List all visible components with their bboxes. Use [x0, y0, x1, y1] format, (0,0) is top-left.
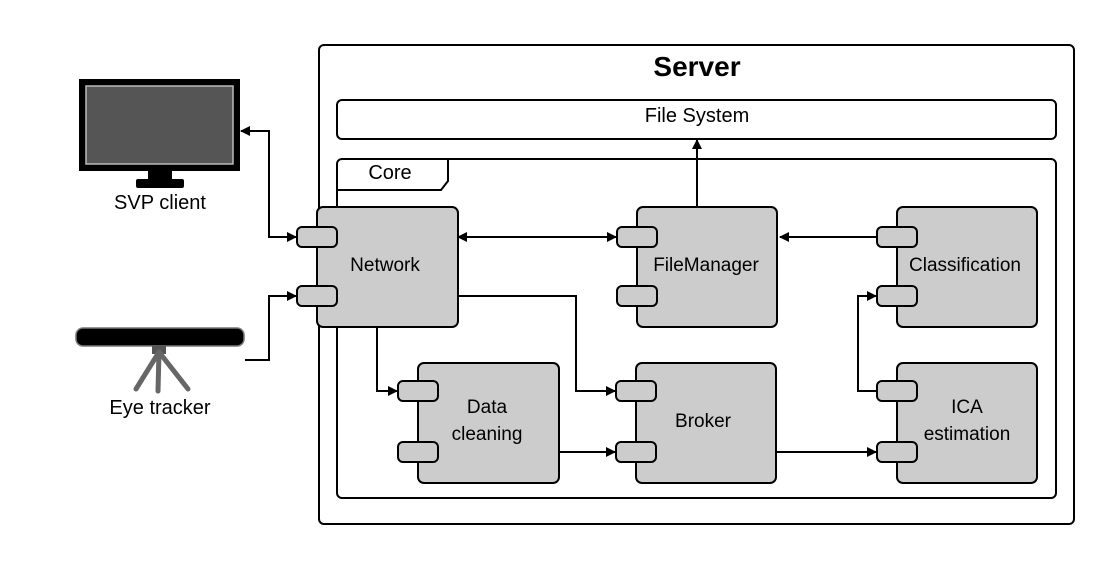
- broker-component: Broker: [615, 362, 777, 484]
- data-cleaning-label-line2: cleaning: [452, 424, 523, 445]
- data-cleaning-label-line1: Data: [467, 397, 508, 418]
- core-tab: [337, 159, 449, 191]
- classification-port-1: [876, 226, 918, 248]
- eyetracker-network-link: [245, 291, 297, 361]
- ica-estimation-component: ICA estimation: [876, 362, 1038, 484]
- classification-label: Classification: [909, 255, 1021, 276]
- data-cleaning-port-1: [397, 380, 439, 402]
- svp-network-link: [240, 126, 297, 242]
- connectors: [240, 126, 877, 457]
- ica-port-2: [876, 441, 918, 463]
- core-label: Core: [368, 162, 411, 184]
- data-cleaning-port-2: [397, 441, 439, 463]
- ica-classification-link: [857, 291, 877, 392]
- filemanager-port-1: [616, 226, 658, 248]
- filemanager-port-2: [616, 285, 658, 307]
- ica-label-line2: estimation: [924, 424, 1011, 445]
- ica-label-line1: ICA: [951, 397, 983, 418]
- network-component: Network: [296, 206, 459, 328]
- broker-port-1: [615, 380, 657, 402]
- svp-client-label: SVP client: [114, 192, 206, 214]
- classification-port-2: [876, 285, 918, 307]
- broker-port-2: [615, 441, 657, 463]
- broker-label: Broker: [675, 411, 732, 432]
- eye-tracker-icon: [75, 327, 245, 394]
- network-port-2: [296, 285, 338, 307]
- filemanager-label: FileManager: [653, 255, 759, 276]
- ica-port-1: [876, 380, 918, 402]
- network-label: Network: [350, 255, 420, 276]
- eye-tracker-label: Eye tracker: [109, 397, 210, 419]
- network-datacleaning-link: [376, 327, 398, 396]
- server-title: Server: [653, 51, 740, 82]
- data-cleaning-component: Data cleaning: [397, 362, 560, 484]
- filemanager-component: FileManager: [616, 206, 778, 328]
- network-broker-link: [458, 295, 616, 396]
- classification-component: Classification: [876, 206, 1038, 328]
- network-port-1: [296, 226, 338, 248]
- file-system-label: File System: [645, 105, 749, 127]
- monitor-icon: [79, 79, 240, 188]
